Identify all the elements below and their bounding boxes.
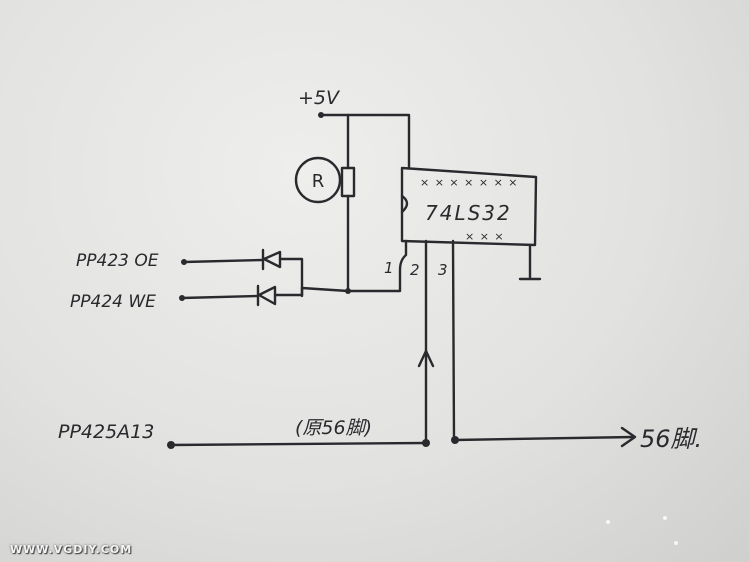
we-diode-out bbox=[273, 286, 350, 297]
resistor-label: R bbox=[312, 171, 325, 192]
output-arrow bbox=[620, 426, 637, 448]
pin2-arrow bbox=[417, 349, 435, 368]
paper-speck bbox=[663, 516, 667, 520]
watermark: WWW.VGDIY.COM bbox=[10, 543, 133, 556]
supply-label: +5V bbox=[298, 87, 341, 109]
chip-notch bbox=[400, 194, 409, 214]
paper-speck bbox=[674, 541, 678, 545]
output-label: 56脚. bbox=[640, 425, 702, 453]
pin1-label: 1 bbox=[384, 259, 394, 277]
chip-top-pins: × × × × × × × bbox=[420, 176, 519, 189]
input-oe-label: PP423 OE bbox=[76, 251, 159, 271]
resistor-body bbox=[340, 166, 356, 198]
pin2-label: 2 bbox=[410, 261, 420, 279]
we-wire bbox=[180, 294, 260, 300]
resistor-callout-circle bbox=[294, 156, 342, 204]
chip-label: 74LS32 bbox=[425, 201, 512, 225]
note-orig-label: (原56脚) bbox=[295, 417, 372, 439]
pin3-wire bbox=[451, 239, 456, 442]
chip-bottom-pins: × × × bbox=[465, 230, 505, 243]
supply-wire bbox=[319, 113, 411, 170]
pin2-junction bbox=[422, 439, 430, 447]
oe-diode bbox=[261, 248, 282, 271]
paper-speck bbox=[606, 520, 610, 524]
input-a13-label: PP425A13 bbox=[58, 421, 154, 443]
pin1-wire bbox=[346, 239, 408, 293]
a13-wire bbox=[169, 441, 428, 447]
ground-symbol bbox=[518, 243, 542, 281]
output-wire bbox=[453, 435, 636, 442]
chip-body bbox=[400, 166, 538, 247]
oe-diode-out bbox=[278, 257, 304, 298]
we-diode bbox=[256, 284, 277, 307]
oe-wire bbox=[182, 258, 264, 264]
pin3-label: 3 bbox=[438, 261, 448, 279]
input-we-label: PP424 WE bbox=[70, 292, 156, 312]
